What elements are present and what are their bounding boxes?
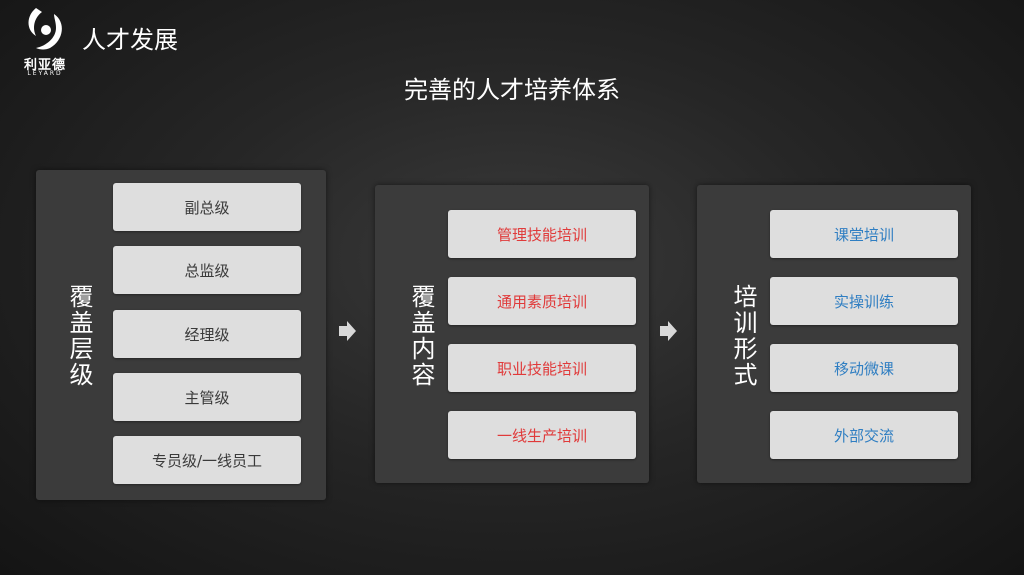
level-item: 专员级/一线员工: [113, 436, 301, 484]
content-item: 管理技能培训: [448, 210, 636, 258]
arrow-right-icon: [660, 321, 677, 341]
level-item: 总监级: [113, 246, 301, 294]
arrow-right-icon: [339, 321, 356, 341]
main-title: 完善的人才培养体系: [404, 76, 620, 104]
section-title: 人才发展: [82, 26, 178, 54]
level-item: 经理级: [113, 310, 301, 358]
content-item: 一线生产培训: [448, 411, 636, 459]
format-item: 移动微课: [770, 344, 958, 392]
format-label: 培训形式: [729, 284, 757, 388]
format-item: 实操训练: [770, 277, 958, 325]
logo-mark-icon: [28, 8, 62, 50]
logo-text-en: LEYARD: [27, 70, 63, 77]
levels-label: 覆盖层级: [65, 284, 93, 388]
content-label: 覆盖内容: [407, 284, 435, 388]
format-item: 课堂培训: [770, 210, 958, 258]
content-item: 职业技能培训: [448, 344, 636, 392]
level-item: 主管级: [113, 373, 301, 421]
level-item: 副总级: [113, 183, 301, 231]
logo-text-cn: 利亚德: [23, 58, 66, 73]
format-item: 外部交流: [770, 411, 958, 459]
content-item: 通用素质培训: [448, 277, 636, 325]
company-logo: 利亚德 LEYARD: [14, 6, 76, 77]
